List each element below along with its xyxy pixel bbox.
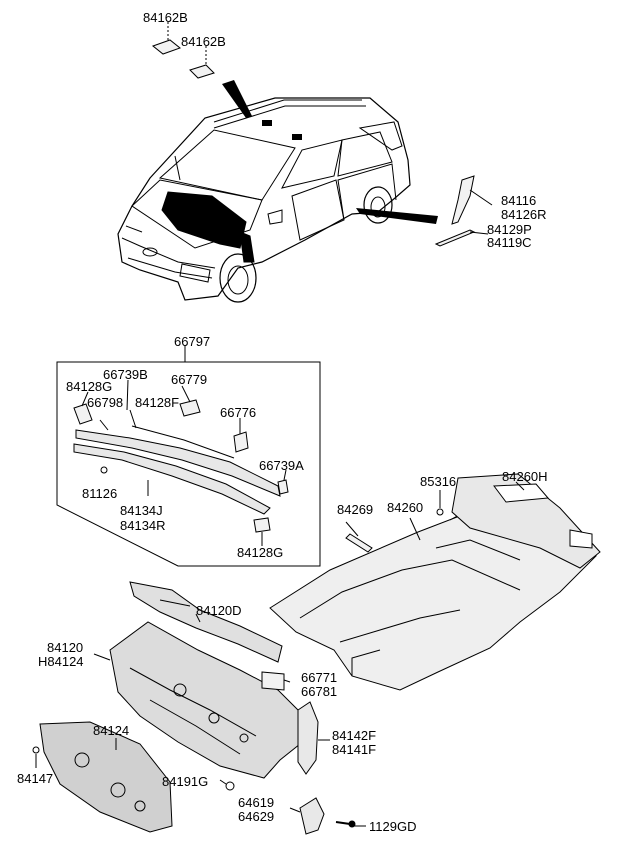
roof-pad-part [151, 22, 215, 79]
part-number-84124: 84124 [93, 723, 130, 738]
part-number-84147: 84147 [17, 771, 54, 786]
part-number-84191g: 84191G [162, 774, 209, 789]
part-number-h84124: H84124 [38, 654, 84, 669]
pillar-trim-part [434, 175, 493, 247]
part-number-84142f: 84142F [332, 728, 377, 743]
part-number-84134j: 84134J [120, 503, 163, 518]
part-number-66739a: 66739A [259, 458, 304, 473]
part-number-84126r: 84126R [501, 207, 547, 222]
part-number-1129gd: 1129GD [369, 819, 417, 834]
part-number-84116: 84116 [501, 193, 537, 208]
part-number-66739b: 66739B [103, 367, 148, 382]
cowl-group-box [56, 345, 321, 567]
part-number-84141f: 84141F [332, 742, 377, 757]
part-number-66779: 66779 [171, 372, 208, 387]
part-number-84120: 84120 [47, 640, 84, 655]
part-number-84120d: 84120D [196, 603, 242, 618]
part-number-66771: 66771 [301, 670, 338, 685]
part-number-84269: 84269 [337, 502, 374, 517]
part-number-85316: 85316 [420, 474, 457, 489]
part-number-84162b-lower: 84162B [181, 34, 226, 49]
part-number-84134r: 84134R [120, 518, 166, 533]
part-number-81126: 81126 [82, 486, 118, 501]
floor-insulator-part [269, 473, 601, 691]
dash-insulator-part [32, 581, 366, 835]
part-number-84128g-upper: 84128G [66, 379, 113, 394]
part-number-66797: 66797 [174, 334, 211, 349]
vehicle-drawing [117, 80, 438, 303]
part-number-84128f: 84128F [135, 395, 180, 410]
part-number-84128g-lower: 84128G [237, 545, 284, 560]
part-number-84260: 84260 [387, 500, 424, 515]
part-number-66781: 66781 [301, 684, 338, 699]
part-number-66776: 66776 [220, 405, 257, 420]
part-number-84260h: 84260H [502, 469, 548, 484]
part-number-64629: 64629 [238, 809, 275, 824]
part-number-66798: 66798 [87, 395, 124, 410]
part-number-64619: 64619 [238, 795, 275, 810]
part-number-84162b-upper: 84162B [143, 10, 188, 25]
part-number-84119c: 84119C [487, 235, 532, 250]
part-number-84129p: 84129P [487, 222, 532, 237]
